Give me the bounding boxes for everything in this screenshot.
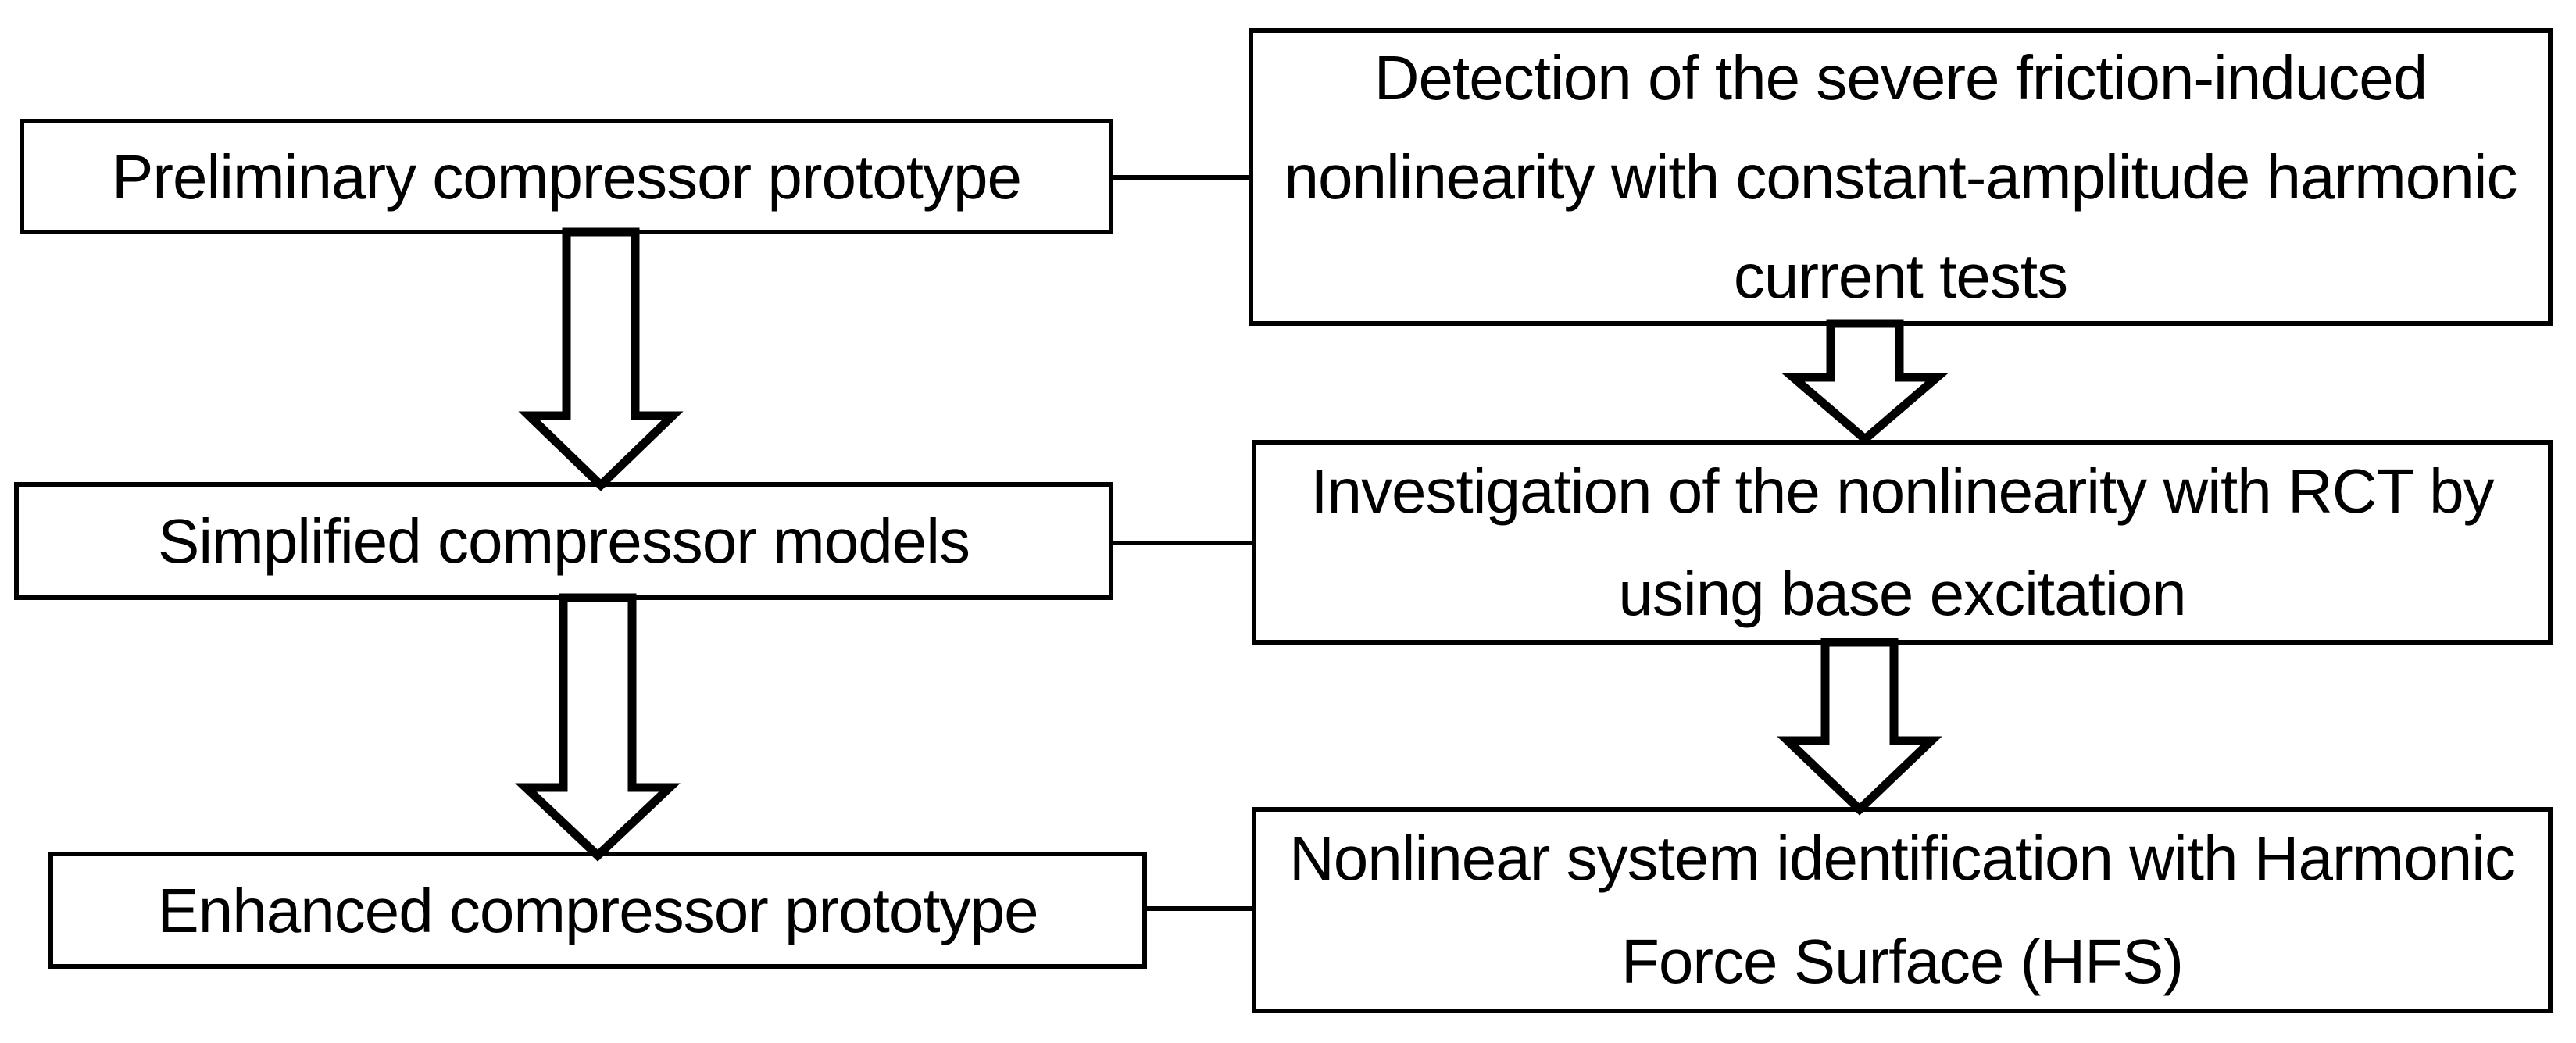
down-arrow-icon <box>1777 638 1942 816</box>
box-label: Nonlinear system identification with Har… <box>1289 823 2516 996</box>
box-simplified-compressor-models: Simplified compressor models <box>14 482 1113 600</box>
box-label: Investigation of the nonlinearity with R… <box>1310 456 2494 628</box>
box-preliminary-compressor-prototype: Preliminary compressor prototype <box>20 119 1113 234</box>
box-detection-step: Detection of the severe friction-induced… <box>1249 28 2553 326</box>
box-investigation-step: Investigation of the nonlinearity with R… <box>1252 440 2553 645</box>
box-enhanced-compressor-prototype: Enhanced compressor prototype <box>48 852 1147 969</box>
box-label: Simplified compressor models <box>157 506 970 576</box>
down-arrow-icon <box>515 593 681 862</box>
down-arrow-icon <box>518 227 684 491</box>
box-label: Enhanced compressor prototype <box>157 875 1038 945</box>
box-identification-step: Nonlinear system identification with Har… <box>1252 807 2553 1013</box>
box-label: Detection of the severe friction-induced… <box>1284 43 2517 311</box>
down-arrow-icon <box>1781 319 1949 445</box>
box-label: Preliminary compressor prototype <box>112 141 1022 212</box>
